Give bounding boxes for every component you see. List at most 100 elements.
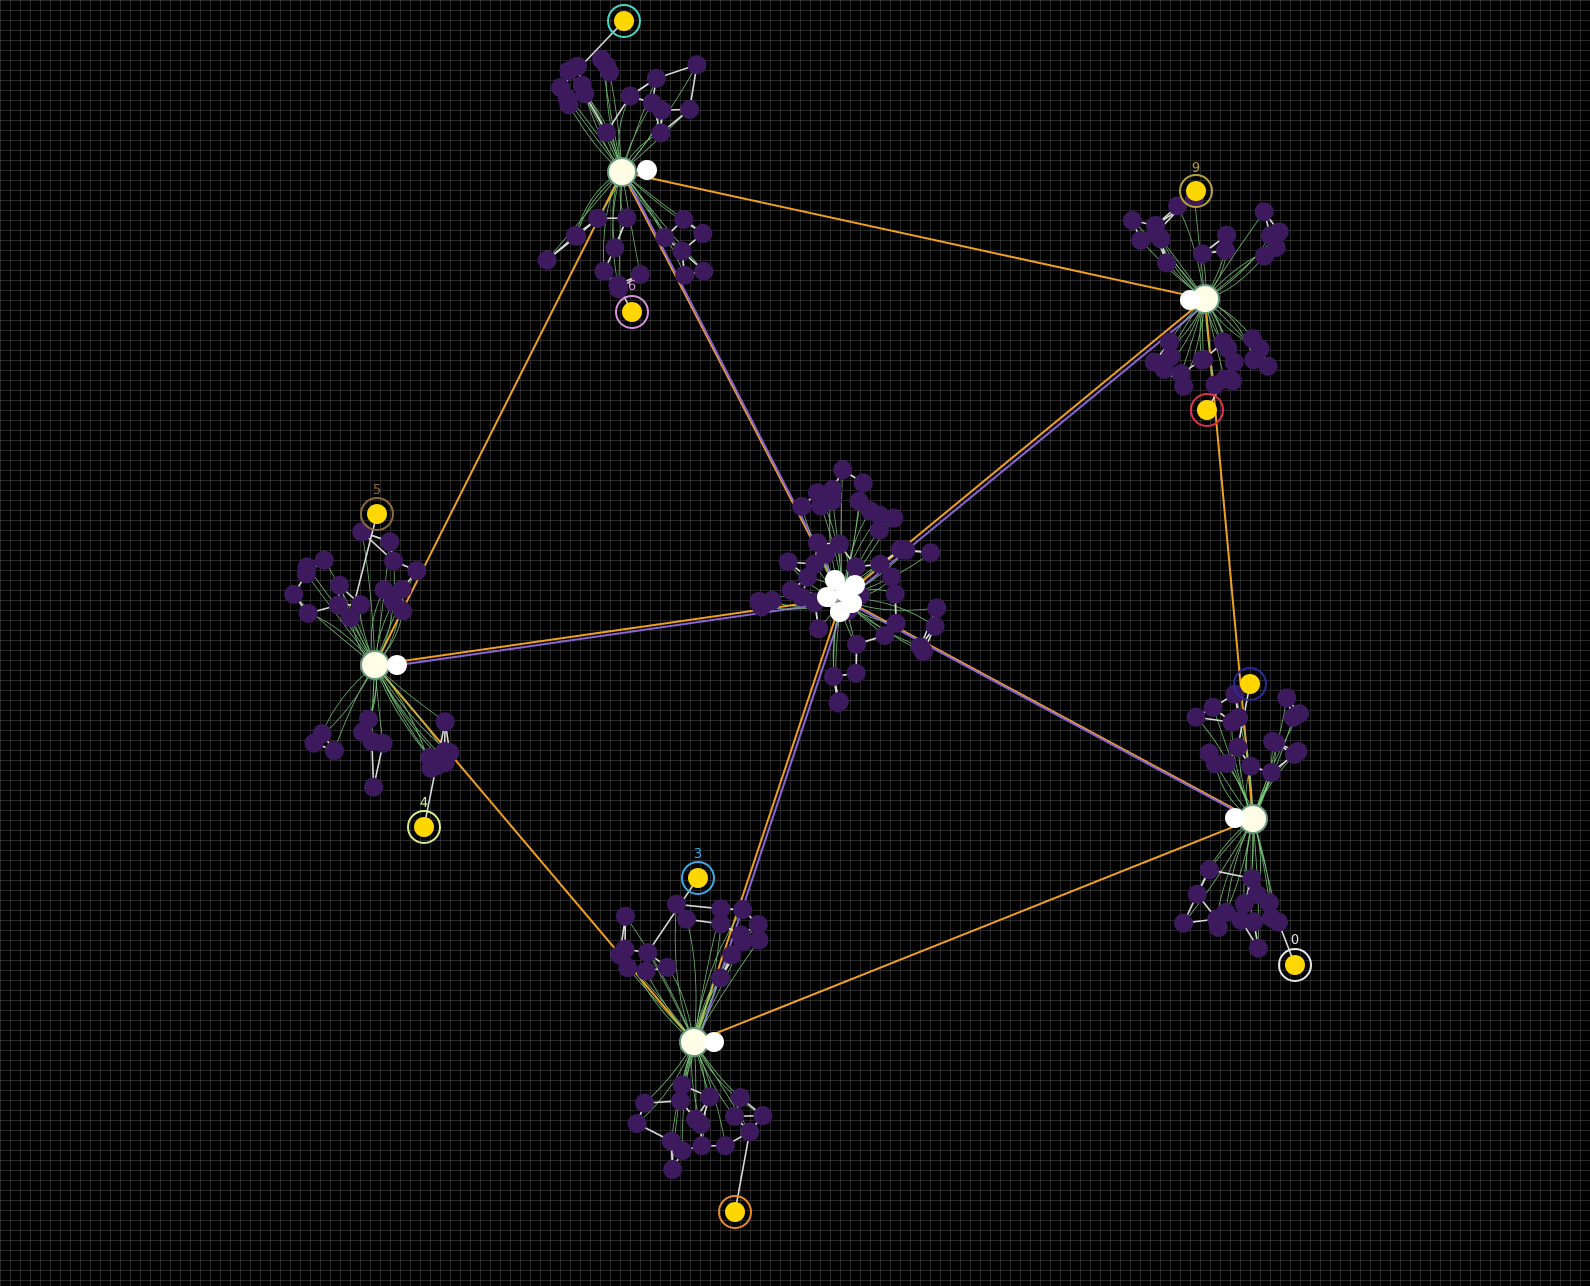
graph-node[interactable] xyxy=(358,709,378,729)
graph-node[interactable] xyxy=(672,241,692,261)
graph-node[interactable] xyxy=(1261,908,1281,928)
graph-node[interactable] xyxy=(1171,364,1191,384)
hub-port-node[interactable] xyxy=(1225,808,1245,828)
graph-node[interactable] xyxy=(652,100,672,120)
graph-node[interactable] xyxy=(733,900,753,920)
center-port-node[interactable] xyxy=(835,582,855,602)
graph-node[interactable] xyxy=(1160,332,1180,352)
graph-node[interactable] xyxy=(655,228,675,248)
graph-node[interactable] xyxy=(1146,215,1166,235)
graph-node[interactable] xyxy=(1216,240,1236,260)
graph-node[interactable] xyxy=(1247,885,1267,905)
graph-node[interactable] xyxy=(693,224,713,244)
graph-node[interactable] xyxy=(694,261,714,281)
terminal-node-left-lower[interactable] xyxy=(414,817,434,837)
graph-node[interactable] xyxy=(730,1088,750,1108)
hub-port-node[interactable] xyxy=(1180,290,1200,310)
graph-node[interactable] xyxy=(823,480,843,500)
graph-node[interactable] xyxy=(725,1106,745,1126)
graph-node[interactable] xyxy=(1254,202,1274,222)
graph-node[interactable] xyxy=(1289,704,1309,724)
graph-node[interactable] xyxy=(635,1093,655,1113)
graph-node[interactable] xyxy=(692,1136,712,1156)
graph-node[interactable] xyxy=(1208,917,1228,937)
graph-node[interactable] xyxy=(674,209,694,229)
graph-node[interactable] xyxy=(927,598,947,618)
graph-node[interactable] xyxy=(823,667,843,687)
graph-node[interactable] xyxy=(748,915,768,935)
graph-node[interactable] xyxy=(715,1136,735,1156)
graph-node[interactable] xyxy=(869,505,889,525)
graph-node[interactable] xyxy=(1216,902,1236,922)
graph-node[interactable] xyxy=(1157,253,1177,273)
graph-node[interactable] xyxy=(687,55,707,75)
graph-node[interactable] xyxy=(592,49,612,69)
graph-node[interactable] xyxy=(1244,350,1264,370)
graph-node[interactable] xyxy=(559,61,579,81)
graph-node[interactable] xyxy=(700,1087,720,1107)
graph-node[interactable] xyxy=(749,591,769,611)
graph-node[interactable] xyxy=(1174,913,1194,933)
graph-node[interactable] xyxy=(559,95,579,115)
graph-node[interactable] xyxy=(407,561,427,581)
graph-node[interactable] xyxy=(882,567,902,587)
graph-node[interactable] xyxy=(753,1106,773,1126)
terminal-node-right-top[interactable] xyxy=(1186,181,1206,201)
graph-node[interactable] xyxy=(1261,763,1281,783)
terminal-node-right2-top[interactable] xyxy=(1240,674,1260,694)
graph-node[interactable] xyxy=(1225,684,1245,704)
graph-node[interactable] xyxy=(847,634,867,654)
graph-node[interactable] xyxy=(711,914,731,934)
terminal-node-top[interactable] xyxy=(614,11,634,31)
graph-node[interactable] xyxy=(352,522,372,542)
graph-node[interactable] xyxy=(1168,196,1188,216)
graph-node[interactable] xyxy=(1241,756,1261,776)
graph-node[interactable] xyxy=(1186,707,1206,727)
graph-node[interactable] xyxy=(646,68,666,88)
graph-node[interactable] xyxy=(314,550,334,570)
graph-node[interactable] xyxy=(565,226,585,246)
graph-node[interactable] xyxy=(925,616,945,636)
graph-node[interactable] xyxy=(1288,742,1308,762)
graph-node[interactable] xyxy=(1131,230,1151,250)
graph-node[interactable] xyxy=(328,595,348,615)
graph-node[interactable] xyxy=(1200,860,1220,880)
graph-node[interactable] xyxy=(749,930,769,950)
graph-node[interactable] xyxy=(341,608,361,628)
graph-node[interactable] xyxy=(809,619,829,639)
graph-node[interactable] xyxy=(1248,938,1268,958)
hub-port-node[interactable] xyxy=(704,1032,724,1052)
graph-node[interactable] xyxy=(421,758,441,778)
hub-top-node[interactable] xyxy=(607,157,637,187)
graph-node[interactable] xyxy=(853,473,873,493)
graph-node[interactable] xyxy=(884,508,904,528)
hub-port-node[interactable] xyxy=(637,160,657,180)
graph-node[interactable] xyxy=(636,961,656,981)
graph-node[interactable] xyxy=(1277,688,1297,708)
graph-node[interactable] xyxy=(298,603,318,623)
graph-node[interactable] xyxy=(588,208,608,228)
hub-left-node[interactable] xyxy=(360,650,390,680)
graph-node[interactable] xyxy=(1205,754,1225,774)
graph-node[interactable] xyxy=(828,693,848,713)
graph-node[interactable] xyxy=(808,483,828,503)
graph-node[interactable] xyxy=(324,741,344,761)
graph-node[interactable] xyxy=(676,909,696,929)
graph-node[interactable] xyxy=(711,968,731,988)
graph-node[interactable] xyxy=(1260,226,1280,246)
terminal-node-bottom-lower[interactable] xyxy=(725,1202,745,1222)
graph-node[interactable] xyxy=(575,84,595,104)
graph-node[interactable] xyxy=(886,613,906,633)
graph-node[interactable] xyxy=(680,99,700,119)
graph-node[interactable] xyxy=(740,1122,760,1142)
graph-node[interactable] xyxy=(1192,244,1212,264)
graph-node[interactable] xyxy=(722,945,742,965)
graph-node[interactable] xyxy=(1222,712,1242,732)
graph-node[interactable] xyxy=(1122,211,1142,231)
graph-node[interactable] xyxy=(846,663,866,683)
graph-node[interactable] xyxy=(627,1114,647,1134)
graph-node[interactable] xyxy=(364,777,384,797)
graph-node[interactable] xyxy=(875,625,895,645)
center-port-node[interactable] xyxy=(817,587,837,607)
graph-node[interactable] xyxy=(620,86,640,106)
